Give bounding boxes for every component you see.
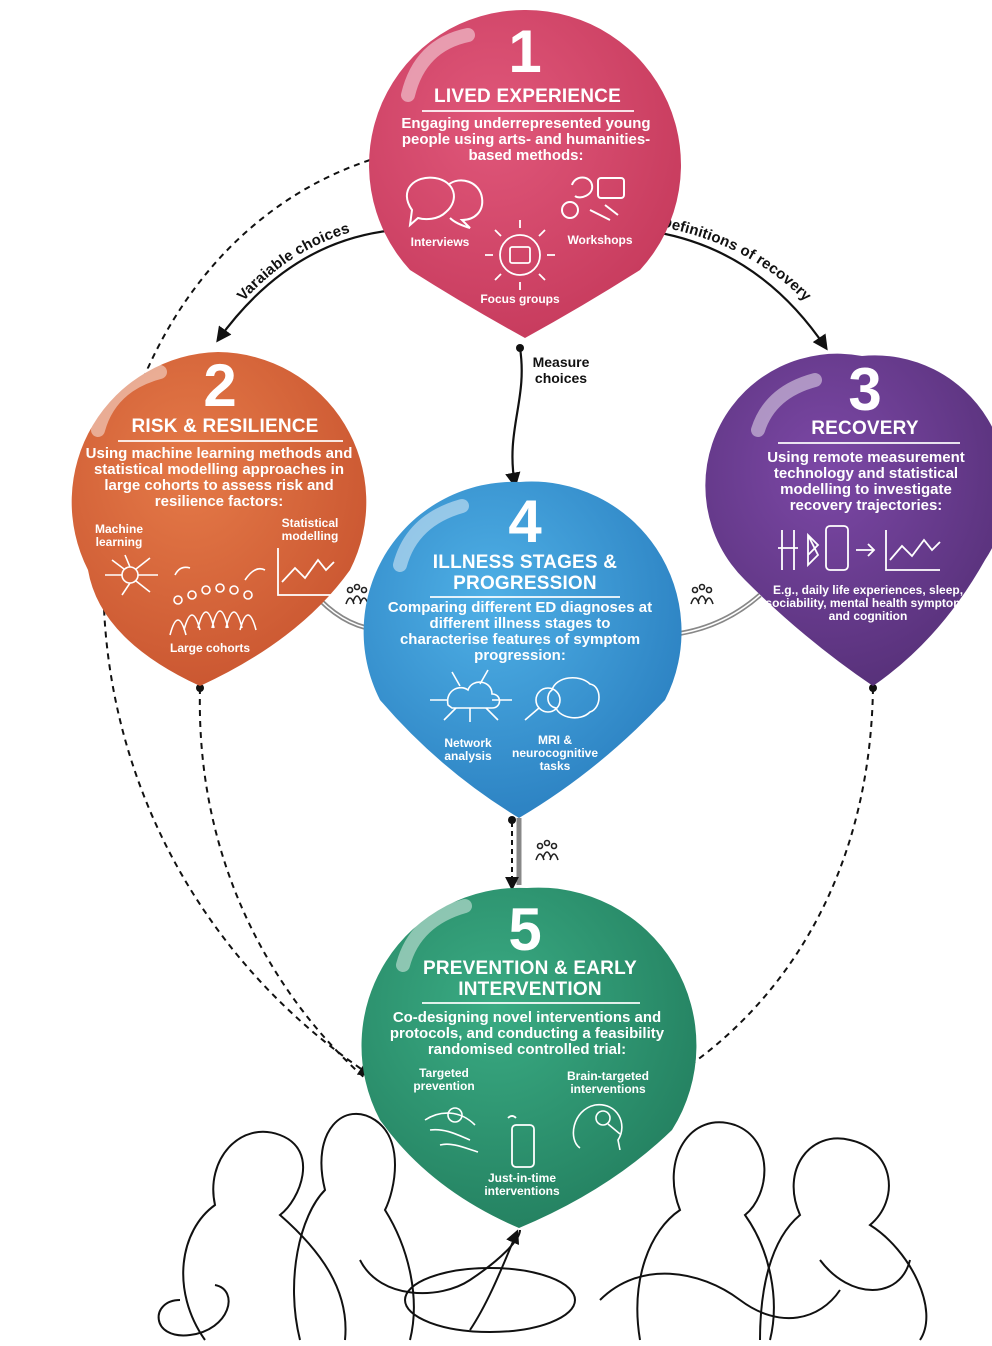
link-4-to-3-inner xyxy=(667,594,761,636)
line-chart-icon xyxy=(277,548,335,596)
node-5-balloon xyxy=(361,887,697,1228)
node-2-item-statistical-modelling: Statistical modelling xyxy=(281,516,339,543)
edge-label-measure-choices: Measure choices xyxy=(532,354,590,386)
node-4-divider xyxy=(430,596,620,598)
node-1-item-workshops: Workshops xyxy=(567,233,633,247)
node-2-divider xyxy=(118,440,343,442)
node-4-balloon xyxy=(363,481,682,818)
phone-icon xyxy=(507,1115,535,1168)
arrow-dot-1 xyxy=(516,344,524,352)
node-1-balloon xyxy=(369,9,681,339)
node-4-description: Comparing different ED diagnoses at diff… xyxy=(387,599,653,664)
node-5-item-just-in-time: Just-in-time interventions xyxy=(484,1171,560,1198)
network-graph-icon xyxy=(105,554,158,596)
node-5-number: 5 xyxy=(508,896,542,963)
node-5-item-targeted-prevention: Targeted prevention xyxy=(413,1066,475,1093)
edge-label-variable-choices: Varaiable choices xyxy=(234,220,352,304)
sun-network-icon xyxy=(485,220,555,290)
node-2-item-large-cohorts: Large cohorts xyxy=(169,641,250,655)
node-3-balloon xyxy=(705,353,992,686)
node-4-number: 4 xyxy=(508,488,542,555)
people-line-drawing xyxy=(157,1113,928,1341)
node-3-title: RECOVERY xyxy=(811,418,919,439)
arrow-dot-3 xyxy=(869,684,877,692)
arrow-1-to-4 xyxy=(505,347,523,489)
arrow-1-to-3 xyxy=(654,230,828,351)
node-2-item-machine-learning: Machine learning xyxy=(94,522,143,549)
node-3-description: Using remote measurement technology and … xyxy=(767,449,965,514)
node-3-divider xyxy=(778,442,960,444)
node-4-title: ILLNESS STAGES & PROGRESSION xyxy=(432,552,618,594)
node-3-number: 3 xyxy=(848,356,882,423)
dashed-arrow-3-to-5 xyxy=(665,687,874,1082)
node-1-description: Engaging underrepresented young people u… xyxy=(401,115,651,164)
network-cloud-icon xyxy=(430,669,512,722)
node-2-balloon xyxy=(71,352,367,686)
node-3-note: E.g., daily life experiences, sleep, soc… xyxy=(765,583,971,623)
node-1-item-interviews: Interviews xyxy=(410,235,470,249)
node-2-title: RISK & RESILIENCE xyxy=(131,416,319,437)
hand-icon xyxy=(424,1107,479,1153)
arrow-dot-2 xyxy=(196,684,204,692)
node-5-title: PREVENTION & EARLY INTERVENTION xyxy=(422,958,638,1000)
node-4-item-network-analysis: Network analysis xyxy=(444,736,492,763)
node-5-divider xyxy=(422,1002,640,1004)
node-1-title: LIVED EXPERIENCE xyxy=(434,86,621,107)
node-1-item-focus-groups: Focus groups xyxy=(480,292,560,306)
arts-tools-icon xyxy=(561,176,625,221)
arrow-1-to-2 xyxy=(216,228,396,343)
node-2-description: Using machine learning methods and stati… xyxy=(85,445,353,510)
node-4-item-mri-neurocognitive: MRI & neurocognitive tasks xyxy=(511,733,598,773)
people-group-icon xyxy=(169,566,266,636)
node-2-number: 2 xyxy=(203,352,237,419)
brain-magnifier-icon xyxy=(524,677,600,721)
edge-label-definitions-of-recovery: Definitions of recovery xyxy=(659,214,815,305)
node-1-divider xyxy=(422,110,634,112)
node-5-description: Co-designing novel interventions and pro… xyxy=(389,1009,665,1058)
node-5-item-brain-targeted: Brain-targeted interventions xyxy=(566,1069,649,1096)
dashed-arrow-2-to-5 xyxy=(198,687,388,1097)
speech-bubbles-icon xyxy=(405,176,484,229)
node-1-number: 1 xyxy=(508,18,542,85)
link-4-to-3 xyxy=(667,593,762,638)
people-link-icon xyxy=(345,583,714,861)
head-icon xyxy=(572,1104,623,1151)
arrow-dot-4 xyxy=(508,816,516,824)
wearable-phone-icon xyxy=(778,525,941,571)
arrow-people-to-5 xyxy=(469,1229,520,1331)
